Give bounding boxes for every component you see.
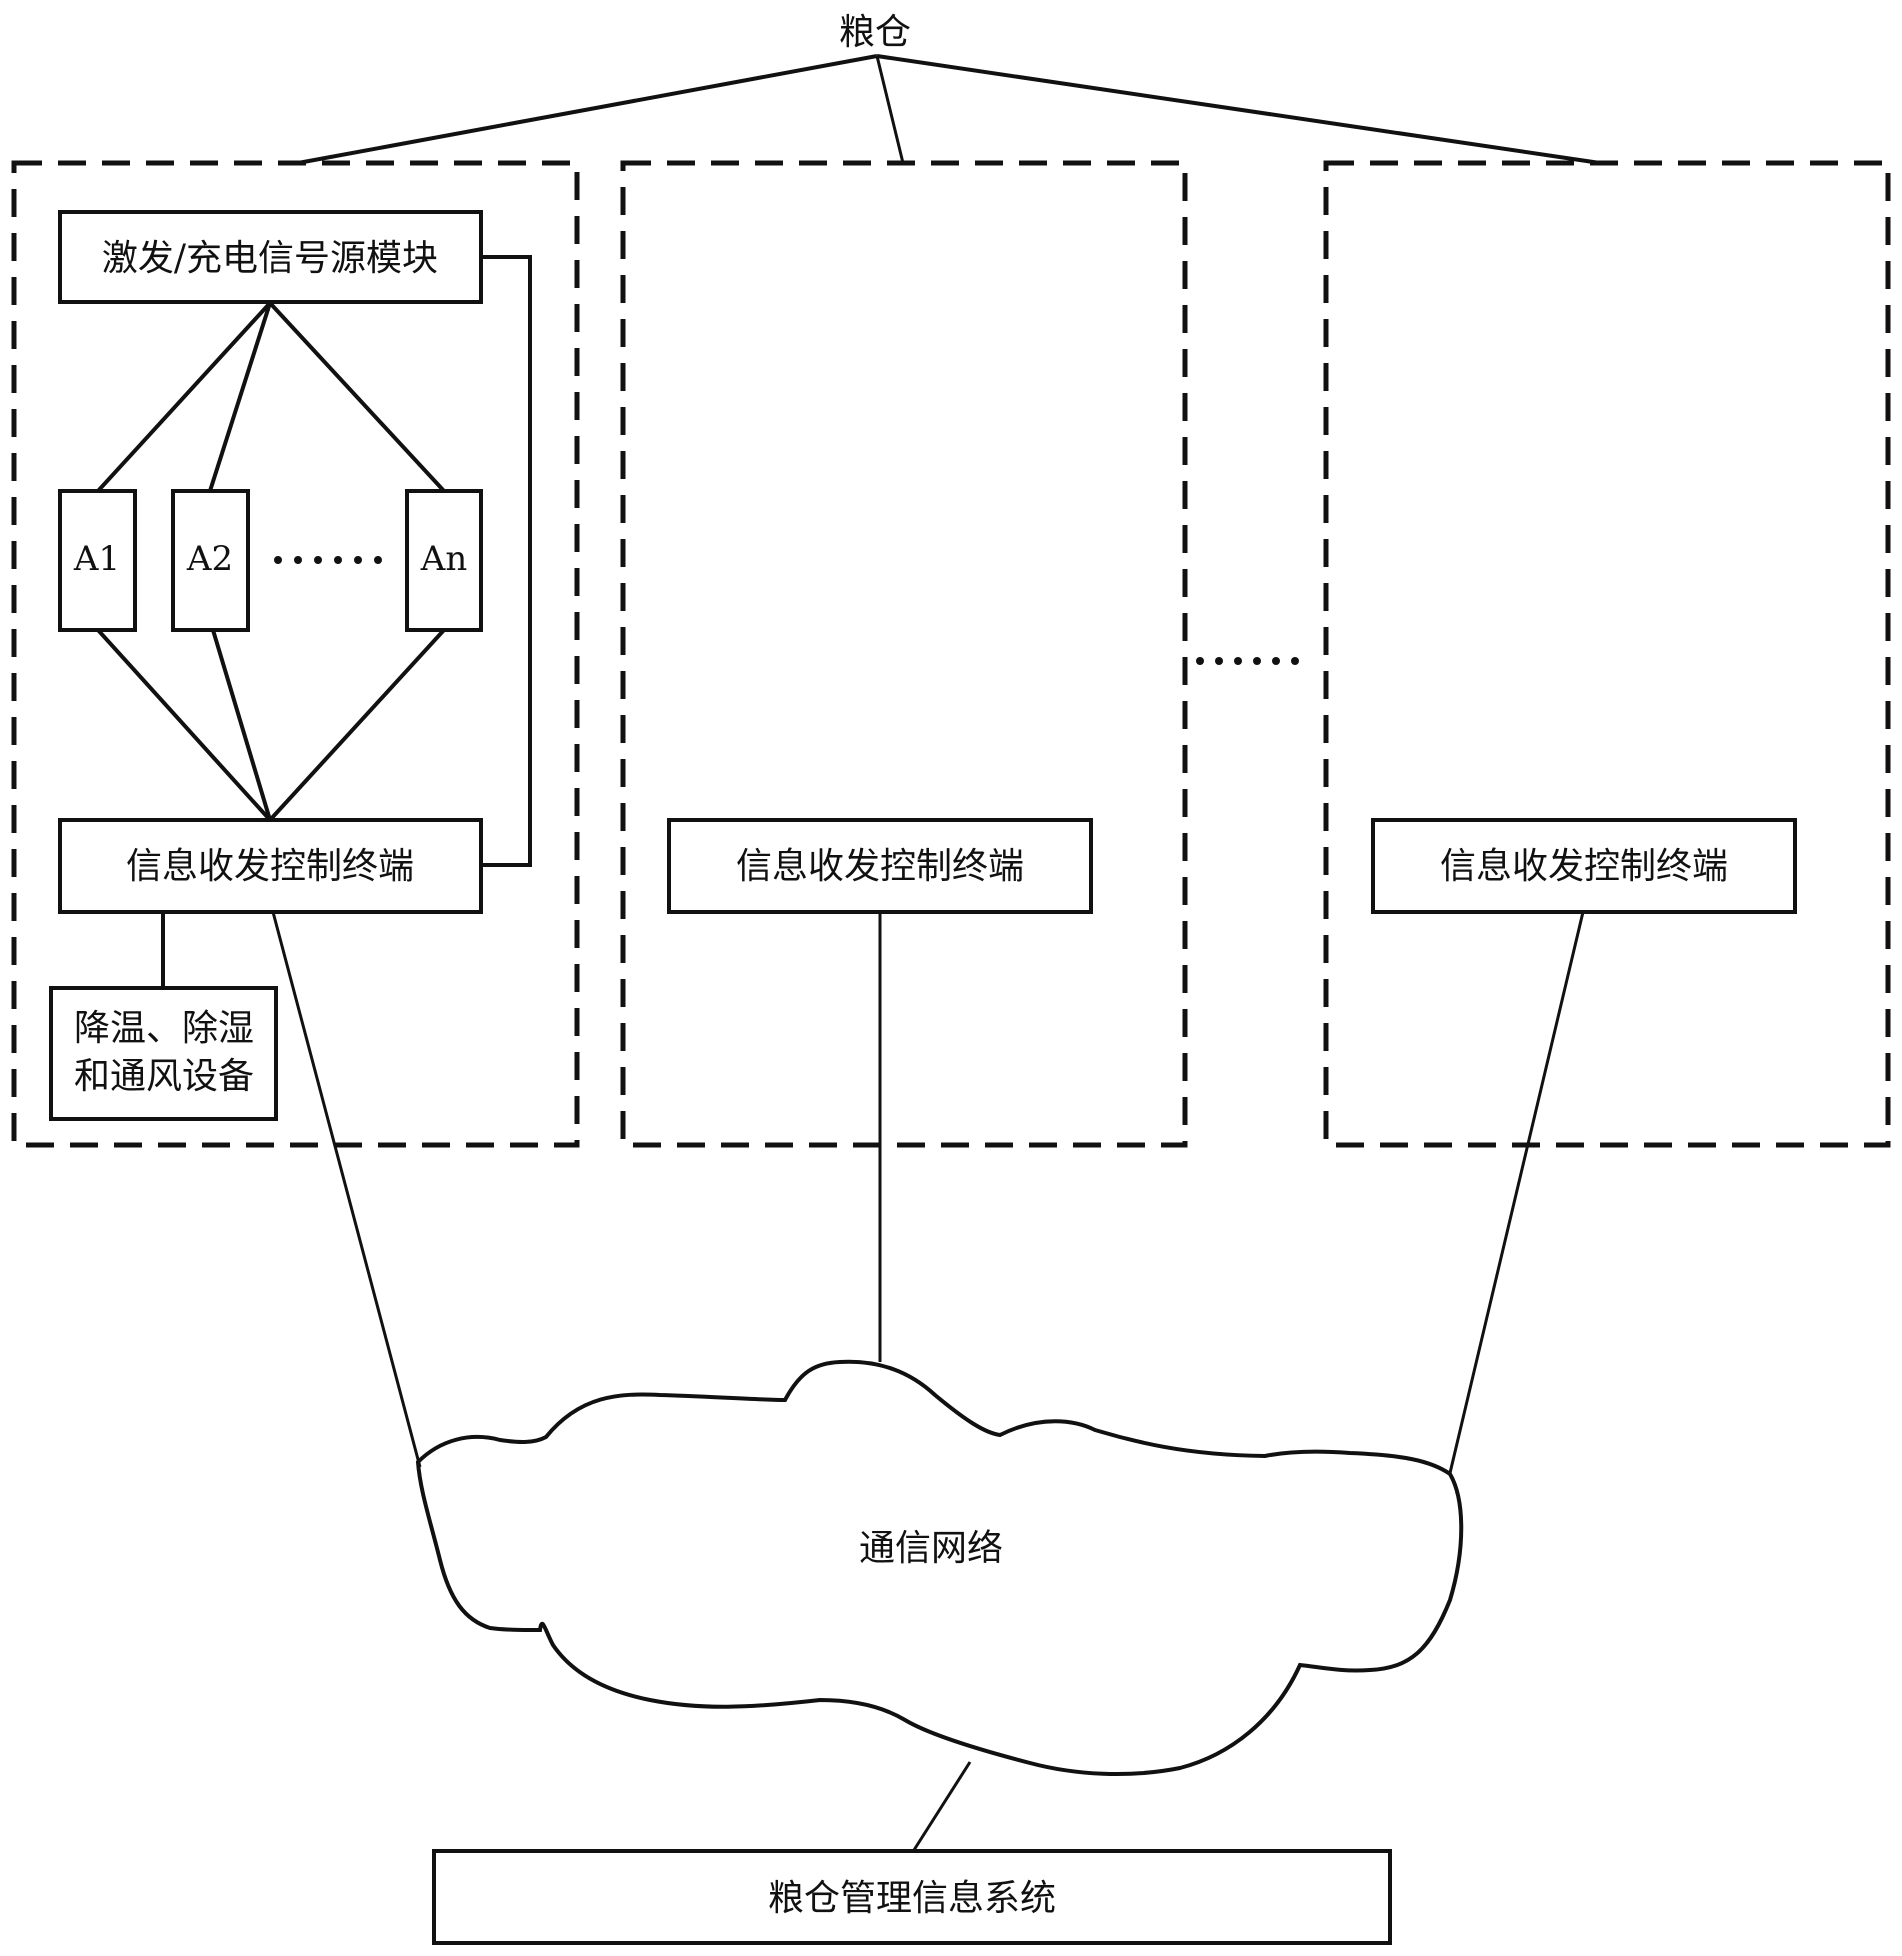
equipment-label-line2: 和通风设备	[74, 1056, 254, 1097]
signal-source-module: 激发/充电信号源模块	[58, 210, 483, 304]
granary-connector-3	[876, 54, 1601, 165]
granary-label: 粮仓	[839, 12, 911, 53]
granary-container-1	[11, 160, 580, 1148]
terminal-3-to-network-line	[1448, 911, 1585, 1474]
sensor-a2-label: A2	[186, 539, 233, 579]
sensor-a2: A2	[171, 489, 250, 632]
terminal-1-to-network-line	[271, 911, 422, 1468]
sensor-a1: A1	[58, 489, 137, 632]
terminal-1: 信息收发控制终端	[58, 818, 483, 914]
granary-container-2	[620, 160, 1188, 1148]
cooling-dehumidify-ventilation-equipment: 降温、除湿 和通风设备	[49, 986, 278, 1121]
terminal-2-label: 信息收发控制终端	[736, 846, 1024, 887]
terminal-1-label: 信息收发控制终端	[126, 846, 414, 887]
signal-source-label: 激发/充电信号源模块	[102, 238, 438, 279]
source-to-an-line	[268, 301, 446, 493]
sensor-an: An	[405, 489, 483, 632]
sensor-a1-label: A1	[73, 539, 120, 579]
granary-container-3	[1323, 160, 1891, 1148]
granary-connector-2	[875, 55, 905, 164]
communication-network-cloud: 通信网络	[415, 1359, 1464, 1776]
source-to-a1-line	[96, 301, 272, 493]
source-terminal-feedback-line	[481, 255, 532, 867]
network-to-management-line	[912, 1761, 972, 1851]
terminal-2: 信息收发控制终端	[667, 818, 1093, 914]
granary-management-information-system: 粮仓管理信息系统	[432, 1849, 1392, 1945]
terminal-3-label: 信息收发控制终端	[1440, 846, 1728, 887]
management-system-label: 粮仓管理信息系统	[768, 1878, 1056, 1919]
an-to-terminal-line	[268, 628, 446, 822]
terminal-3: 信息收发控制终端	[1371, 818, 1797, 914]
sensors-ellipsis	[274, 556, 382, 564]
a1-to-terminal-line	[96, 628, 272, 822]
equipment-label-line1: 降温、除湿	[74, 1008, 254, 1049]
sensor-an-label: An	[420, 539, 467, 579]
granary-connector-1	[297, 54, 878, 165]
granaries-ellipsis	[1196, 657, 1299, 665]
a2-to-terminal-line	[211, 629, 272, 821]
network-label: 通信网络	[859, 1528, 1003, 1569]
source-to-a2-line	[208, 302, 272, 492]
